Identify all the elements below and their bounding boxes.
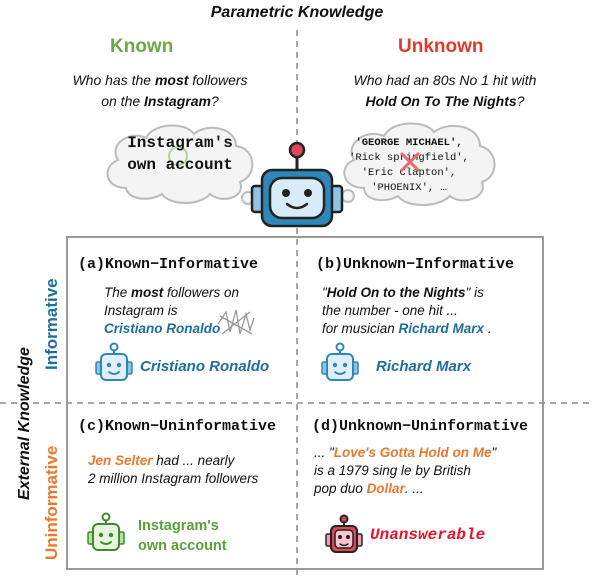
known-bubble-text: Instagram's own account [127,134,233,174]
robot-icon [250,141,344,228]
cell-a-title: (a)Known−Informative [78,256,259,273]
known-question: Who has the most followers on the Instag… [72,72,248,109]
robot-icon [87,512,125,551]
robot-icon [325,514,363,553]
cell-a-answer: Cristiano Ronaldo [140,358,270,375]
cell-d-title: (d)Unknown−Uninformative [312,418,529,435]
known-heading: Known [110,36,174,57]
cell-c-answer: Instagram's own account [138,518,227,554]
external-knowledge-label: External Knowledge [16,347,33,500]
unknown-question: Who had an 80s No 1 hit with Hold On To … [353,72,537,109]
cell-b-answer: Richard Marx [376,358,472,375]
unknown-candidates: 'GEORGE MICHAEL', 'Rick springfield', 'E… [349,137,469,194]
cell-b-title: (b)Unknown−Informative [316,256,515,273]
robot-icon [321,342,359,381]
cell-d-text: ... "Love's Gotta Hold on Me" is a 1979 … [314,445,497,496]
cell-d-answer: Unanswerable [370,526,486,544]
cell-b-text: "Hold On to the Nights" is the number - … [322,285,492,336]
diagram-title: Parametric Knowledge [210,4,384,21]
cross-icon [400,152,420,172]
cell-a-text: The most followers on Instagram is Crist… [104,285,240,336]
informative-label: Informative [42,278,61,370]
scribble-icon [217,309,255,335]
circle-icon [168,146,188,166]
uninformative-label: Uninformative [42,445,61,560]
unknown-heading: Unknown [398,36,484,57]
cell-c-title: (c)Known−Uninformative [78,418,277,435]
cell-c-text: Jen Selter had ... nearly 2 million Inst… [88,453,259,486]
robot-icon [95,342,133,381]
quadrant-grid [66,236,544,570]
